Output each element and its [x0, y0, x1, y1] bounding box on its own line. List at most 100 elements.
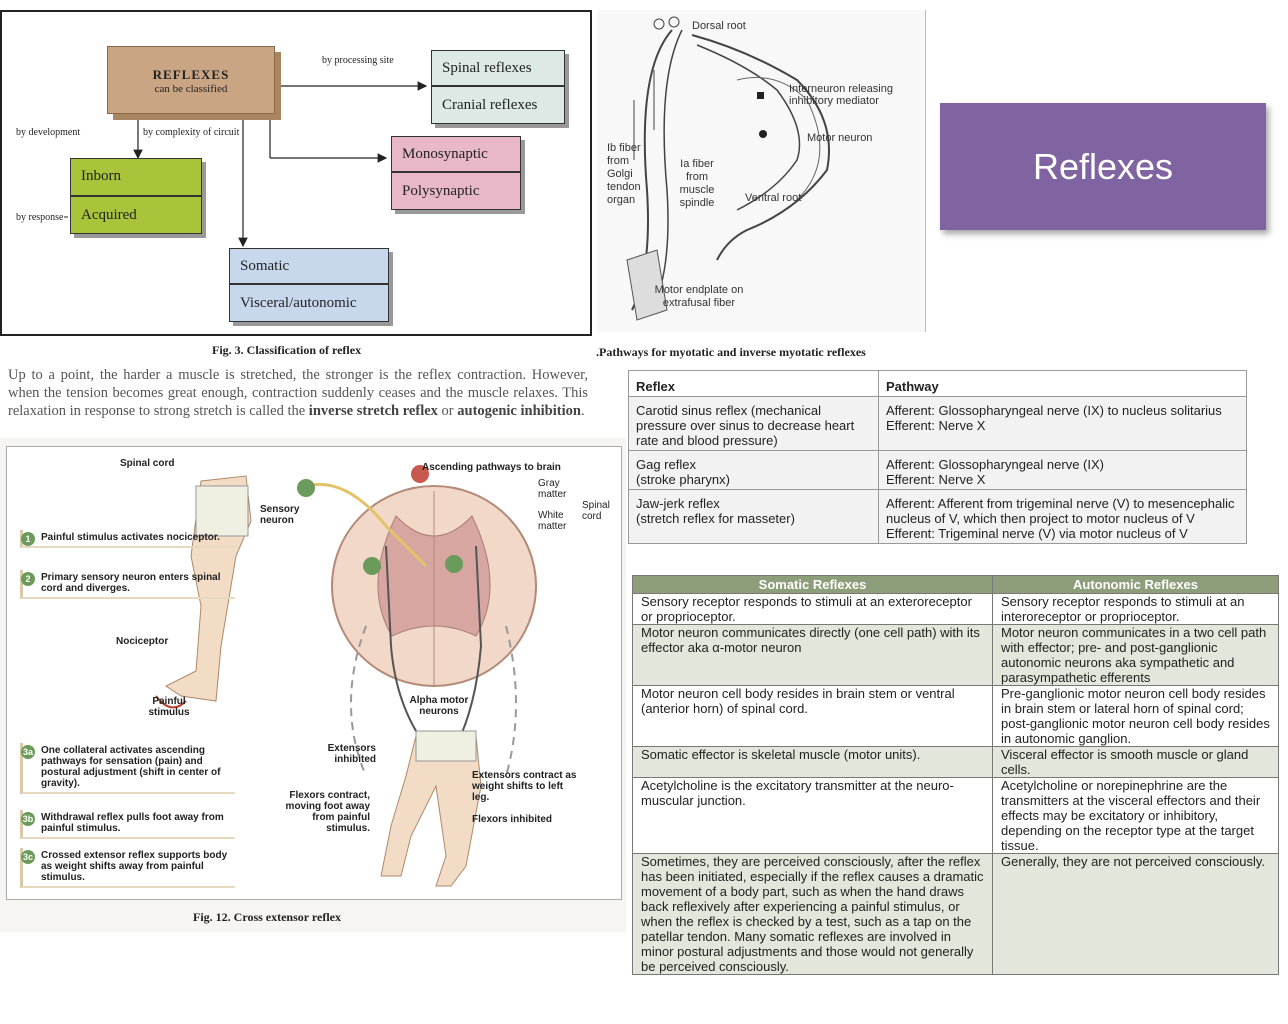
- cross-extensor-illustration: [155, 465, 537, 887]
- reflex-cell: Gag reflex (stroke pharynx): [628, 450, 879, 490]
- label-development: by development: [16, 127, 81, 138]
- header-somatic: Somatic Reflexes: [632, 575, 993, 594]
- table-row: Acetylcholine is the excitatory transmit…: [632, 777, 1279, 854]
- box-cranial-reflexes: Cranial reflexes: [431, 86, 565, 124]
- label-ascending-pathways: Ascending pathways to brain: [422, 462, 561, 473]
- pathways-caption: .Pathways for myotatic and inverse myota…: [596, 345, 866, 359]
- step-3c-text: Crossed extensor reflex supports body as…: [41, 850, 228, 883]
- fig12-caption: Fig. 12. Cross extensor reflex: [193, 910, 341, 924]
- box-somatic: Somatic: [229, 248, 389, 284]
- step-3b: 3b Withdrawal reflex pulls foot away from…: [20, 810, 235, 839]
- fig3-caption: Fig. 3. Classification of reflex: [212, 343, 362, 357]
- label-interneuron: Interneuron releasing inhibitory mediato…: [789, 83, 893, 107]
- table-row: Carotid sinus reflex (mechanical pressur…: [628, 396, 1247, 451]
- somatic-cell: Somatic effector is skeletal muscle (mot…: [632, 746, 993, 778]
- autonomic-cell: Pre-ganglionic motor neuron cell body re…: [992, 685, 1279, 747]
- table-row: Motor neuron cell body resides in brain …: [632, 685, 1279, 747]
- header-autonomic: Autonomic Reflexes: [992, 575, 1279, 594]
- step-3c: 3c Crossed extensor reflex supports body …: [20, 848, 235, 888]
- para-bold-1: inverse stretch reflex: [308, 403, 438, 419]
- table-row: Gag reflex (stroke pharynx) Afferent: Gl…: [628, 450, 1247, 490]
- step-3a-text: One collateral activates ascending pathw…: [41, 745, 221, 789]
- label-alpha-motor-neurons: Alpha motor neurons: [409, 695, 469, 717]
- reflex-cell: Carotid sinus reflex (mechanical pressur…: [628, 396, 879, 451]
- label-motor-endplate: Motor endplate on extrafusal fiber: [654, 284, 744, 309]
- header-reflex: Reflex: [628, 370, 879, 397]
- reflex-pathway-table: Reflex Pathway Carotid sinus reflex (mec…: [628, 370, 1247, 544]
- label-ia-fiber: Ia fiber from muscle spindle: [679, 158, 715, 209]
- fig12-frame: [6, 446, 622, 900]
- label-ib-fiber: Ib fiber from Golgi tendon organ: [607, 142, 641, 206]
- box-spinal-reflexes: Spinal reflexes: [431, 50, 565, 86]
- reflex-table-header: Reflex Pathway: [628, 370, 1247, 397]
- inverse-stretch-paragraph: Up to a point, the harder a muscle is st…: [8, 366, 588, 420]
- title-card: Reflexes: [940, 103, 1266, 230]
- label-flexors-inhibited: Flexors inhibited: [472, 814, 553, 825]
- table-row: Sometimes, they are perceived consciousl…: [632, 853, 1279, 975]
- myotatic-pathways-figure: Dorsal root Interneuron releasing inhibi…: [597, 10, 926, 332]
- header-pathway: Pathway: [878, 370, 1247, 397]
- label-ventral-root: Ventral root: [745, 192, 802, 204]
- step-1-text: Painful stimulus activates nociceptor.: [41, 532, 220, 543]
- table-row: Somatic effector is skeletal muscle (mot…: [632, 746, 1279, 778]
- label-processing-site: by processing site: [322, 55, 394, 66]
- table-row: Jaw-jerk reflex (stretch reflex for mass…: [628, 489, 1247, 544]
- label-extensors-contract: Extensors contract as weight shifts to l…: [472, 770, 577, 803]
- table-row: Sensory receptor responds to stimuli at …: [632, 593, 1279, 625]
- pathway-cell: Afferent: Glossopharyngeal nerve (IX) Ef…: [878, 450, 1247, 490]
- title-text: Reflexes: [1032, 145, 1174, 187]
- pathways-illustration: [626, 16, 830, 321]
- autonomic-cell: Sensory receptor responds to stimuli at …: [992, 593, 1279, 625]
- box-monosynaptic: Monosynaptic: [391, 136, 521, 172]
- box-acquired: Acquired: [70, 196, 202, 234]
- autonomic-cell: Visceral effector is smooth muscle or gl…: [992, 746, 1279, 778]
- box-polysynaptic: Polysynaptic: [391, 172, 521, 210]
- classification-arrows: [64, 81, 428, 248]
- somatic-cell: Acetylcholine is the excitatory transmit…: [632, 777, 993, 854]
- step-1: 1 Painful stimulus activates nociceptor.: [20, 530, 235, 548]
- label-spinal-cord-section: Spinal cord: [582, 500, 610, 522]
- step-2-text: Primary sensory neuron enters spinal cor…: [41, 572, 221, 594]
- reflexes-main-subtitle: can be classified: [154, 83, 228, 95]
- autonomic-cell: Acetylcholine or norepinephrine are the …: [992, 777, 1279, 854]
- somatic-cell: Sometimes, they are perceived consciousl…: [632, 853, 993, 975]
- classification-diagram: REFLEXES can be classified by processing…: [0, 10, 592, 336]
- reflexes-main-box: REFLEXES can be classified: [107, 46, 275, 114]
- step-3b-text: Withdrawal reflex pulls foot away from p…: [41, 812, 224, 834]
- label-flexors-contract: Flexors contract, moving foot away from …: [285, 790, 370, 834]
- somatic-autonomic-table: Somatic Reflexes Autonomic Reflexes Sens…: [632, 575, 1279, 975]
- table-row: Motor neuron communicates directly (one …: [632, 624, 1279, 686]
- label-motor-neuron: Motor neuron: [807, 132, 873, 144]
- label-extensors-inhibited: Extensors inhibited: [327, 743, 376, 765]
- box-visceral: Visceral/autonomic: [229, 284, 389, 322]
- label-painful-stimulus: Painful stimulus: [148, 696, 190, 718]
- label-complexity: by complexity of circuit: [143, 127, 240, 138]
- label-spinal-cord: Spinal cord: [120, 458, 175, 469]
- step-1-number: 1: [21, 532, 35, 546]
- label-dorsal-root: Dorsal root: [692, 20, 746, 32]
- autonomic-cell: Motor neuron communicates in a two cell …: [992, 624, 1279, 686]
- para-bold-2: autogenic inhibition: [457, 403, 581, 419]
- somatic-cell: Motor neuron communicates directly (one …: [632, 624, 993, 686]
- reflex-cell: Jaw-jerk reflex (stretch reflex for mass…: [628, 489, 879, 544]
- step-3b-number: 3b: [21, 812, 35, 826]
- label-nociceptor: Nociceptor: [116, 636, 169, 647]
- para-text-2: or: [437, 403, 458, 419]
- somatic-cell: Sensory receptor responds to stimuli at …: [632, 593, 993, 625]
- label-gray-matter: Gray matter: [538, 478, 567, 500]
- label-sensory-neuron: Sensory neuron: [260, 504, 300, 526]
- cross-extensor-figure: Spinal cord Sensory neuron Ascending pat…: [0, 438, 626, 932]
- label-response: by response: [16, 212, 64, 223]
- reflexes-main-title: REFLEXES: [152, 67, 230, 82]
- para-text-1: Up to a point, the harder a muscle is st…: [8, 367, 588, 419]
- autonomic-cell: Generally, they are not perceived consci…: [992, 853, 1279, 975]
- somatic-cell: Motor neuron cell body resides in brain …: [632, 685, 993, 747]
- somatic-table-header: Somatic Reflexes Autonomic Reflexes: [632, 575, 1279, 594]
- pathway-cell: Afferent: Glossopharyngeal nerve (IX) to…: [878, 396, 1247, 451]
- pathway-cell: Afferent: Afferent from trigeminal nerve…: [878, 489, 1247, 544]
- step-3c-number: 3c: [21, 850, 35, 864]
- box-inborn: Inborn: [70, 158, 202, 196]
- para-text-3: .: [580, 403, 585, 419]
